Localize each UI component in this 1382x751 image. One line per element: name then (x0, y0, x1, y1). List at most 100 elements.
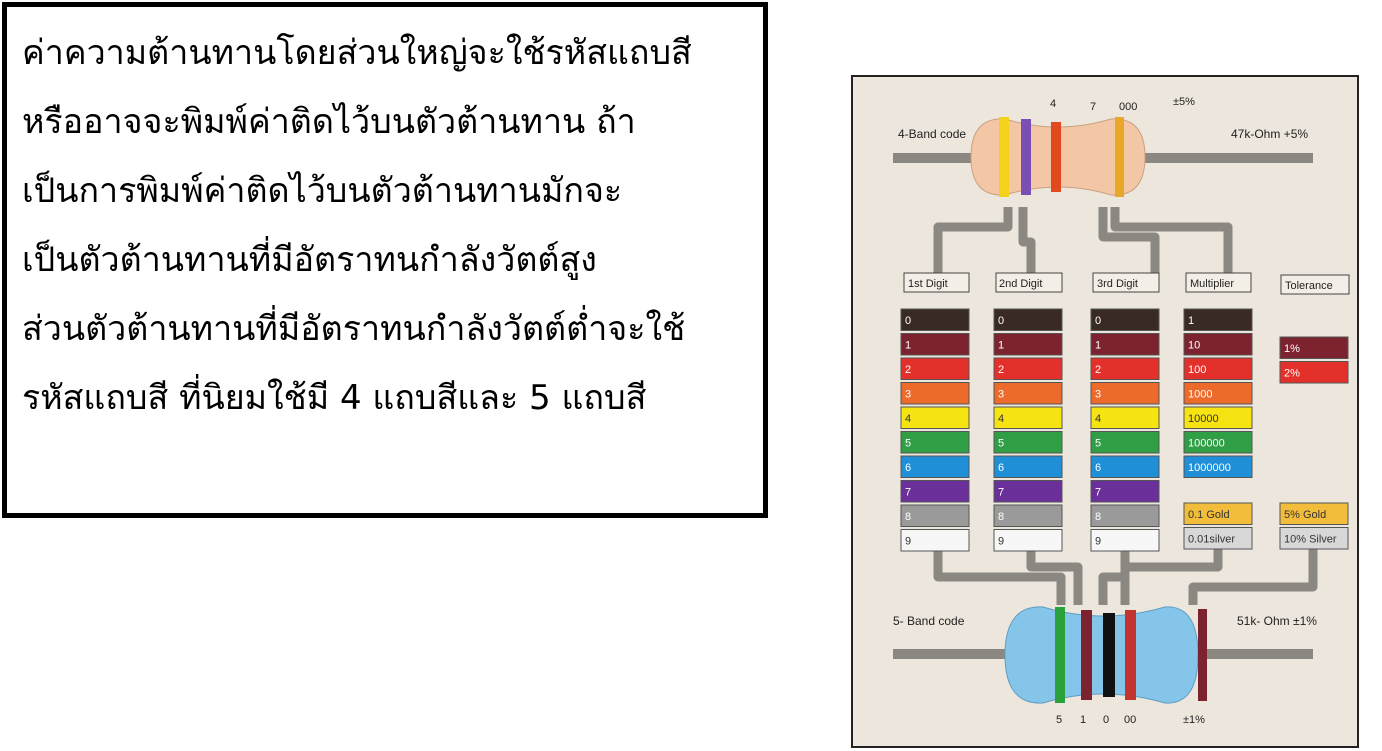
second-digit-row-label: 0 (998, 315, 1004, 327)
four-band-value-3: 000 (1119, 101, 1137, 113)
description-line-6: รหัสแถบสี ที่นิยมใช้มี 4 แถบสีและ 5 แถบส… (22, 378, 647, 418)
first-digit-row-swatch (900, 357, 970, 380)
multiplier-row-swatch (1183, 333, 1253, 356)
description-line-4: เป็นตัวต้านทานที่มีอัตราทนกำลังวัตต์สูง (22, 240, 597, 280)
second-digit-row-label: 2 (998, 364, 1004, 376)
header-2nd-digit: 2nd Digit (999, 278, 1042, 290)
four-band-resistor: 4-Band code 47k-Ohm +5% 4 7 000 ±5% (893, 96, 1313, 197)
multiplier-row-swatch (1183, 382, 1253, 405)
third-digit-row-label: 9 (1095, 536, 1101, 548)
third-digit-row-swatch (1090, 480, 1160, 503)
five-band-resistor: 5- Band code 51k- Ohm ±1% 5 1 0 00 ±1% (893, 606, 1317, 726)
third-digit-row-label: 5 (1095, 438, 1101, 450)
second-digit-row-swatch (993, 333, 1063, 356)
multiplier-row-label: 100000 (1188, 438, 1225, 450)
four-band-value-4: ±5% (1173, 96, 1195, 108)
first-digit-row-label: 1 (905, 340, 911, 352)
wire-2nd-digit-to-5band (1026, 549, 1083, 605)
third-digit-row-swatch (1090, 504, 1160, 527)
first-digit-row-label: 4 (905, 413, 911, 425)
second-digit-row-swatch (993, 455, 1063, 478)
tolerance-row-swatch (1279, 361, 1349, 384)
second-digit-row-label: 8 (998, 511, 1004, 523)
third-digit-row-swatch (1090, 529, 1160, 552)
tolerance-extra-row-label: 10% Silver (1284, 534, 1337, 546)
third-digit-row-swatch (1090, 308, 1160, 331)
first-digit-row-label: 2 (905, 364, 911, 376)
description-line-3: เป็นการพิมพ์ค่าติดไว้บนตัวต้านทานมักจะ (22, 171, 623, 211)
first-digit-row-label: 8 (905, 511, 911, 523)
second-digit-row-label: 1 (998, 340, 1004, 352)
tolerance-extra-row-label: 5% Gold (1284, 509, 1326, 521)
description-text-panel: ค่าความต้านทานโดยส่วนใหญ่จะใช้รหัสแถบสี … (2, 2, 768, 518)
wire-1st-digit-to-5band (933, 549, 1066, 605)
second-digit-row-label: 9 (998, 536, 1004, 548)
multiplier-row-swatch (1183, 431, 1253, 454)
first-digit-row-swatch (900, 382, 970, 405)
header-multiplier: Multiplier (1190, 278, 1234, 290)
third-digit-row-label: 7 (1095, 487, 1101, 499)
multiplier-row-swatch (1183, 406, 1253, 429)
first-digit-row-swatch (900, 480, 970, 503)
five-band-result-value: 51k- Ohm ±1% (1237, 614, 1317, 628)
second-digit-row-label: 6 (998, 462, 1004, 474)
first-digit-row-swatch (900, 308, 970, 331)
connector-wires (933, 207, 1318, 605)
multiplier-row-swatch (1183, 455, 1253, 478)
third-digit-row-label: 4 (1095, 413, 1101, 425)
second-digit-row-swatch (993, 480, 1063, 503)
third-digit-row-label: 6 (1095, 462, 1101, 474)
third-digit-row-label: 3 (1095, 389, 1101, 401)
wire-tolerance-to-5band (1188, 549, 1318, 605)
header-1st-digit: 1st Digit (908, 278, 948, 290)
second-digit-row-swatch (993, 308, 1063, 331)
column-headers: 1st Digit 2nd Digit 3rd Digit Multiplier… (903, 272, 1350, 295)
header-box-tolerance (1280, 274, 1350, 295)
first-digit-row-label: 6 (905, 462, 911, 474)
five-band-value-2: 1 (1080, 714, 1086, 726)
multiplier-extra-row-swatch (1183, 502, 1253, 525)
second-digit-row-label: 4 (998, 413, 1004, 425)
third-digit-row-label: 2 (1095, 364, 1101, 376)
third-digit-row-label: 1 (1095, 340, 1101, 352)
first-digit-row-label: 7 (905, 487, 911, 499)
four-band-value-2: 7 (1090, 101, 1096, 113)
tolerance-row-swatch (1279, 336, 1349, 359)
second-digit-row-label: 3 (998, 389, 1004, 401)
third-digit-row-swatch (1090, 455, 1160, 478)
second-digit-row-swatch (993, 529, 1063, 552)
five-band-band-3 (1103, 613, 1115, 697)
five-band-band-4 (1125, 610, 1136, 700)
multiplier-row-label: 1 (1188, 315, 1194, 327)
four-band-value-1: 4 (1050, 98, 1056, 110)
header-box-multiplier (1185, 272, 1252, 293)
second-digit-row-label: 7 (998, 487, 1004, 499)
first-digit-row-swatch (900, 504, 970, 527)
first-digit-row-swatch (900, 333, 970, 356)
five-band-band-5 (1198, 609, 1207, 701)
third-digit-row-label: 8 (1095, 511, 1101, 523)
description-line-5: ส่วนตัวต้านทานที่มีอัตราทนกำลังวัตต์ต่ำจ… (22, 309, 686, 349)
multiplier-row-swatch (1183, 357, 1253, 380)
multiplier-extra-row-label: 0.01silver (1188, 534, 1235, 546)
multiplier-row-label: 10 (1188, 340, 1200, 352)
tolerance-extra-row-swatch (1279, 502, 1349, 525)
second-digit-row-swatch (993, 406, 1063, 429)
wire-4band-to-tolerance (1110, 207, 1233, 275)
wire-4band-to-1st-digit (933, 207, 1013, 275)
second-digit-row-swatch (993, 431, 1063, 454)
five-band-value-5: ±1% (1183, 714, 1205, 726)
four-band-band-2 (1021, 119, 1031, 195)
second-digit-row-swatch (993, 504, 1063, 527)
five-band-resistor-body (1004, 606, 1199, 704)
second-digit-row-swatch (993, 382, 1063, 405)
third-digit-row-swatch (1090, 357, 1160, 380)
wire-multiplier-to-5band (1120, 549, 1223, 605)
five-band-code-label: 5- Band code (893, 614, 965, 628)
four-band-band-4 (1115, 117, 1124, 197)
second-digit-row-label: 5 (998, 438, 1004, 450)
description-line-1: ค่าความต้านทานโดยส่วนใหญ่จะใช้รหัสแถบสี (22, 33, 692, 73)
wire-4band-to-multiplier (1098, 207, 1160, 275)
first-digit-row-swatch (900, 529, 970, 552)
four-band-result-value: 47k-Ohm +5% (1231, 127, 1308, 141)
